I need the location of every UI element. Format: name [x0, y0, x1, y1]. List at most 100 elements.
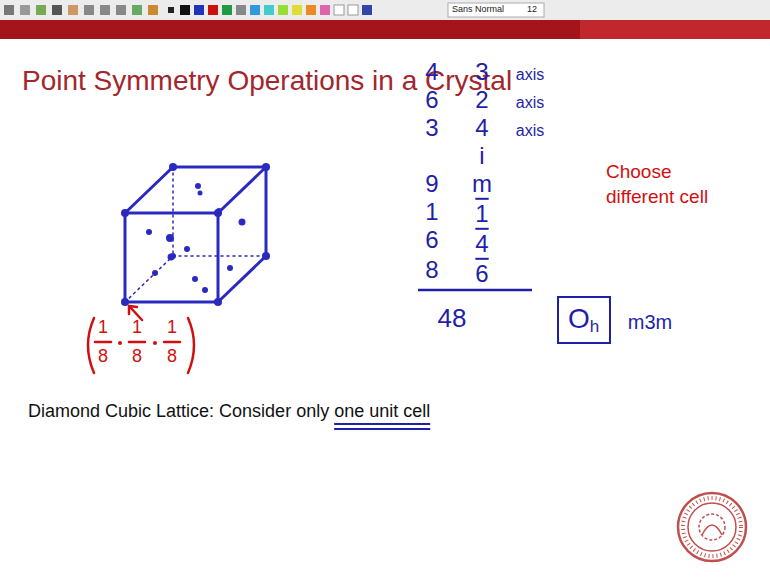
fraction-bar — [129, 341, 145, 344]
handwritten-note: m — [472, 171, 492, 197]
handwritten-note: 4 — [475, 115, 488, 141]
tool-icon — [116, 5, 126, 15]
cube-edge — [218, 167, 266, 213]
toolbar-icons — [4, 3, 544, 17]
color-swatch — [306, 5, 316, 15]
double-underline — [334, 428, 430, 430]
fraction-digit: 8 — [167, 347, 177, 367]
tool-icon — [4, 5, 14, 15]
atom — [227, 265, 233, 271]
header-bar-end — [580, 20, 770, 39]
tool-icon — [132, 5, 142, 15]
atom — [195, 183, 201, 189]
symbol-letter: O — [568, 303, 590, 334]
handwritten-note: 48 — [438, 304, 467, 333]
tool-icon — [68, 5, 78, 15]
color-swatch — [264, 5, 274, 15]
handwritten-note: 4 — [425, 59, 438, 85]
tool-icon — [100, 5, 110, 15]
tool-icon — [36, 5, 46, 15]
slide-caption: Diamond Cubic Lattice: Consider only one… — [28, 402, 430, 422]
handwritten-note: 1 — [475, 201, 488, 227]
atom — [214, 209, 222, 217]
tool-icon — [20, 5, 30, 15]
atom — [121, 209, 129, 217]
hidden-edge — [173, 255, 266, 257]
handwritten-note: Choose different cell — [606, 160, 736, 209]
color-swatch — [194, 5, 204, 15]
handwritten-note: 1 — [425, 199, 438, 225]
fraction-digit: 8 — [132, 347, 142, 367]
handwritten-note: axis — [516, 94, 544, 112]
cube-edge — [218, 256, 266, 302]
atom — [169, 163, 177, 171]
atom — [198, 191, 203, 196]
fraction-digit: 1 — [167, 318, 177, 338]
institute-seal — [678, 493, 746, 561]
arrow-head — [129, 306, 137, 314]
seal-emblem — [702, 525, 722, 535]
handwritten-note: 9 — [425, 171, 438, 197]
unit-cell-cube — [125, 167, 266, 302]
tool-icon — [148, 5, 158, 15]
fraction-bar — [95, 341, 111, 344]
hidden-edge — [172, 167, 174, 256]
seal-ring — [678, 493, 746, 561]
color-swatch — [250, 5, 260, 15]
symbol-subscript: h — [590, 317, 599, 336]
left-paren — [88, 318, 94, 373]
color-swatch — [334, 5, 344, 15]
handwritten-note: 3 — [475, 59, 488, 85]
handwritten-note: 6 — [475, 261, 488, 287]
double-underline — [334, 423, 430, 425]
handwritten-note: 8 — [425, 257, 438, 283]
fraction-digit: 8 — [98, 347, 108, 367]
atom — [184, 246, 190, 252]
fraction-digit: 1 — [98, 318, 108, 338]
fraction-digit: 1 — [132, 318, 142, 338]
atom — [152, 270, 158, 276]
atom — [192, 276, 198, 282]
cube-edge — [125, 167, 173, 213]
color-swatch — [362, 5, 372, 15]
right-paren — [188, 318, 194, 373]
toolbar-text: Sans Normal — [452, 5, 504, 15]
cube-edge — [265, 167, 268, 256]
cube-front-face — [125, 213, 218, 302]
handwritten-note: 3 — [425, 115, 438, 141]
box-content: Oh — [560, 299, 607, 341]
cube-edge — [173, 166, 266, 169]
atom — [239, 219, 246, 226]
atom — [168, 254, 175, 261]
atom — [262, 252, 270, 260]
atom — [166, 234, 174, 242]
toolbar — [0, 0, 770, 20]
atom — [146, 229, 152, 235]
seal-emblem — [699, 514, 725, 540]
fraction-bar — [164, 341, 180, 344]
tool-icon — [84, 5, 94, 15]
color-swatch — [236, 5, 246, 15]
atom — [216, 208, 222, 214]
color-swatch — [278, 5, 288, 15]
color-swatch — [222, 5, 232, 15]
multiply-dot — [118, 341, 122, 345]
sum-line — [418, 289, 532, 292]
atom — [214, 298, 222, 306]
color-swatch — [348, 5, 358, 15]
color-swatch — [208, 5, 218, 15]
handwritten-note: axis — [516, 122, 544, 140]
handwritten-note: m3m — [628, 311, 672, 333]
handwritten-note: 2 — [475, 87, 488, 113]
point-group-box: Oh — [557, 296, 611, 344]
hidden-edge — [125, 256, 173, 302]
seal-ring — [688, 503, 736, 551]
color-swatch — [180, 5, 190, 15]
tool-icon — [168, 7, 174, 13]
handwritten-note: 6 — [425, 87, 438, 113]
seal-lettering — [683, 498, 741, 556]
tool-icon — [52, 5, 62, 15]
handwritten-note: 4 — [475, 231, 488, 257]
handwritten-note: i — [479, 143, 484, 169]
